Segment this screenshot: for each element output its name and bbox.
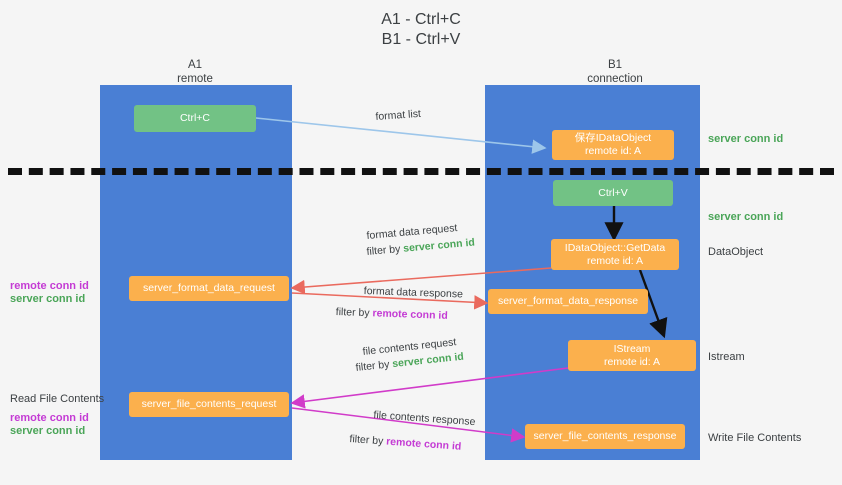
label-server-conn-id-left-mid: server conn id (10, 293, 86, 305)
node-ctrl-c[interactable]: Ctrl+C (134, 105, 256, 132)
page-title: A1 - Ctrl+C B1 - Ctrl+V (0, 10, 842, 50)
node-server-format-data-request-label: server_format_data_request (143, 282, 275, 294)
node-server-file-contents-request-label: server_file_contents_request (141, 398, 277, 410)
arrow-format-data-response (291, 292, 489, 310)
lane-a1-role: remote (177, 73, 213, 85)
label-remote-conn-id-bottom: remote conn id (10, 412, 89, 424)
node-ctrl-v-label: Ctrl+V (598, 186, 628, 199)
arrow-file-contents-response (291, 407, 526, 443)
node-get-data-line2: remote id: A (586, 254, 644, 267)
arrow-getdata-to-istream (638, 269, 668, 339)
lane-header-b1: B1 connection (545, 58, 685, 86)
arrow-file-contents-request (290, 367, 569, 409)
node-server-file-contents-request[interactable]: server_file_contents_request (129, 392, 289, 417)
node-clipboard-data-object[interactable]: 保存IDataObject remote id: A (552, 130, 674, 160)
node-clipboard-data-object-line1: 保存IDataObject (574, 132, 652, 144)
title-line-1: A1 - Ctrl+C (381, 11, 461, 28)
node-ctrl-v[interactable]: Ctrl+V (553, 180, 673, 206)
node-ctrl-c-label: Ctrl+C (179, 112, 211, 124)
filter-value-2: remote conn id (372, 307, 448, 322)
label-server-conn-id-top: server conn id (708, 133, 784, 145)
node-server-format-data-response[interactable]: server_format_data_response (488, 289, 648, 314)
title-line-2: B1 - Ctrl+V (381, 31, 461, 48)
arrow-format-list (255, 117, 547, 154)
label-istream: Istream (708, 351, 745, 363)
node-clipboard-data-object-line2: remote id: A (584, 145, 642, 157)
lane-header-a1: A1 remote (135, 58, 255, 86)
filter-prefix-1: filter by (366, 242, 404, 258)
lane-b1-role: connection (587, 73, 643, 85)
label-data-object: DataObject (708, 246, 764, 258)
filter-prefix-2: filter by (335, 305, 373, 320)
label-write-file-contents: Write File Contents (708, 432, 802, 444)
node-istream-line1: IStream (613, 342, 651, 355)
lane-a1-name: A1 (187, 59, 203, 71)
node-server-format-data-response-label: server_format_data_response (497, 295, 639, 307)
label-server-conn-id-left-bottom: server conn id (10, 425, 86, 437)
node-server-format-data-request[interactable]: server_format_data_request (129, 276, 289, 301)
node-server-file-contents-response[interactable]: server_file_contents_response (525, 424, 685, 449)
label-server-conn-id-mid: server conn id (708, 211, 784, 223)
label-remote-conn-id-mid: remote conn id (10, 280, 89, 292)
node-server-file-contents-response-label: server_file_contents_response (533, 430, 677, 442)
lane-b1-name: B1 (607, 59, 623, 71)
label-read-file-contents: Read File Contents (10, 393, 105, 405)
node-istream[interactable]: IStream remote id: A (568, 340, 696, 371)
node-get-data-line1: IDataObject::GetData (564, 241, 666, 254)
filter-prefix-4: filter by (349, 432, 387, 448)
filter-prefix-3: filter by (355, 358, 393, 374)
node-istream-line2: remote id: A (603, 355, 661, 368)
node-get-data[interactable]: IDataObject::GetData remote id: A (551, 239, 679, 270)
phase-divider (8, 168, 834, 175)
arrow-format-data-request (290, 267, 552, 295)
